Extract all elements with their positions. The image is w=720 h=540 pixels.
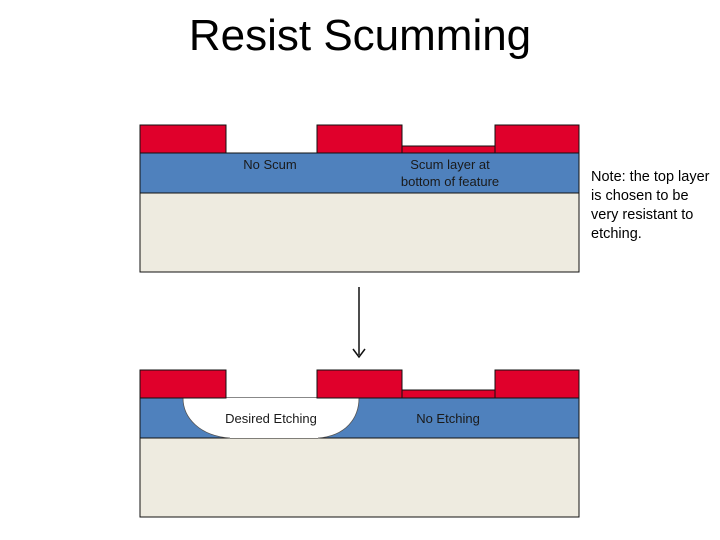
scum-label-line1: Scum layer at — [410, 157, 490, 172]
scum-layer — [401, 389, 496, 399]
scum-layer — [401, 145, 496, 154]
no-scum-label: No Scum — [243, 157, 296, 172]
page-title: Resist Scumming — [188, 11, 532, 60]
desired-etching-label: Desired Etching — [225, 411, 317, 426]
top-panel: No Scum Scum layer at bottom of feature — [139, 124, 580, 273]
scum-label-line2: bottom of feature — [401, 174, 499, 189]
film-layer — [139, 152, 580, 194]
bottom-panel: Desired Etching No Etching — [139, 369, 580, 518]
resist-block — [316, 124, 403, 154]
resist-block — [494, 369, 580, 399]
resist-block — [316, 369, 403, 399]
substrate-layer — [139, 437, 580, 518]
resist-block — [139, 369, 227, 399]
substrate-layer — [139, 192, 580, 273]
no-etching-label: No Etching — [416, 411, 480, 426]
etched-cavity — [183, 398, 359, 438]
resist-block — [494, 124, 580, 154]
process-arrow — [352, 287, 366, 359]
resist-block — [139, 124, 227, 154]
note-text: Note: the top layer is chosen to be very… — [591, 169, 710, 242]
